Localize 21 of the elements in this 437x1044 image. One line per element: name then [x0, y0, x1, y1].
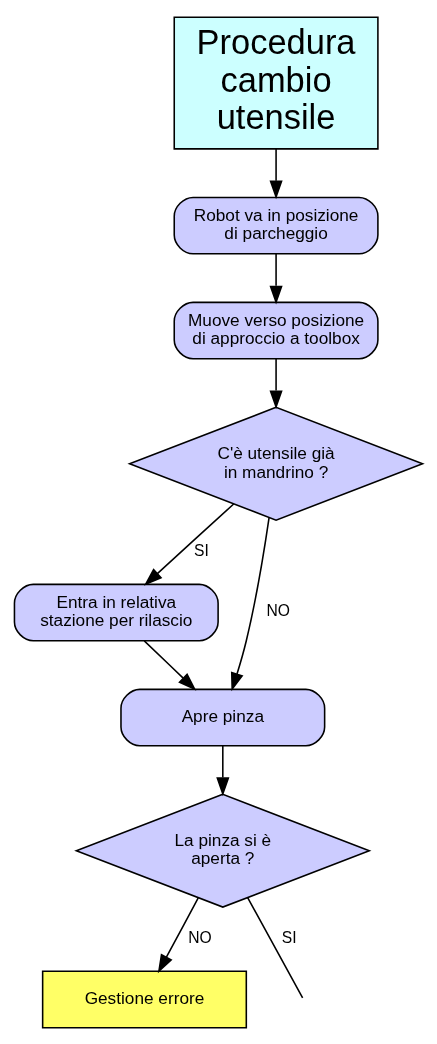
- arrow: [157, 896, 200, 973]
- node-diamond: La pinza si è aperta ?: [74, 792, 372, 908]
- arrow: [269, 147, 283, 199]
- node-diamond: C'è utensile già in mandrino ?: [127, 406, 425, 521]
- node-box: Muove verso posizione di approccio a toolbox: [173, 301, 379, 360]
- edge-label: SI: [281, 928, 297, 946]
- arrow: [216, 744, 230, 796]
- arrow: [269, 357, 283, 409]
- edge-label: NO: [266, 602, 290, 619]
- edge-label: NO: [188, 928, 212, 946]
- arrow: [230, 516, 270, 691]
- arrow: [143, 639, 197, 691]
- node-box: Entra in relativa stazione per rilascio: [13, 583, 219, 642]
- arrow: [269, 252, 283, 304]
- node-box: Robot va in posizione di parcheggio: [173, 196, 379, 255]
- node-box: Gestione errore: [41, 970, 248, 1028]
- node-box: Apre pinza: [120, 688, 326, 747]
- node-box: Procedura cambio utensile: [173, 16, 379, 150]
- edge-label: SI: [194, 541, 209, 559]
- arrow: [143, 502, 235, 586]
- connector: [246, 896, 304, 999]
